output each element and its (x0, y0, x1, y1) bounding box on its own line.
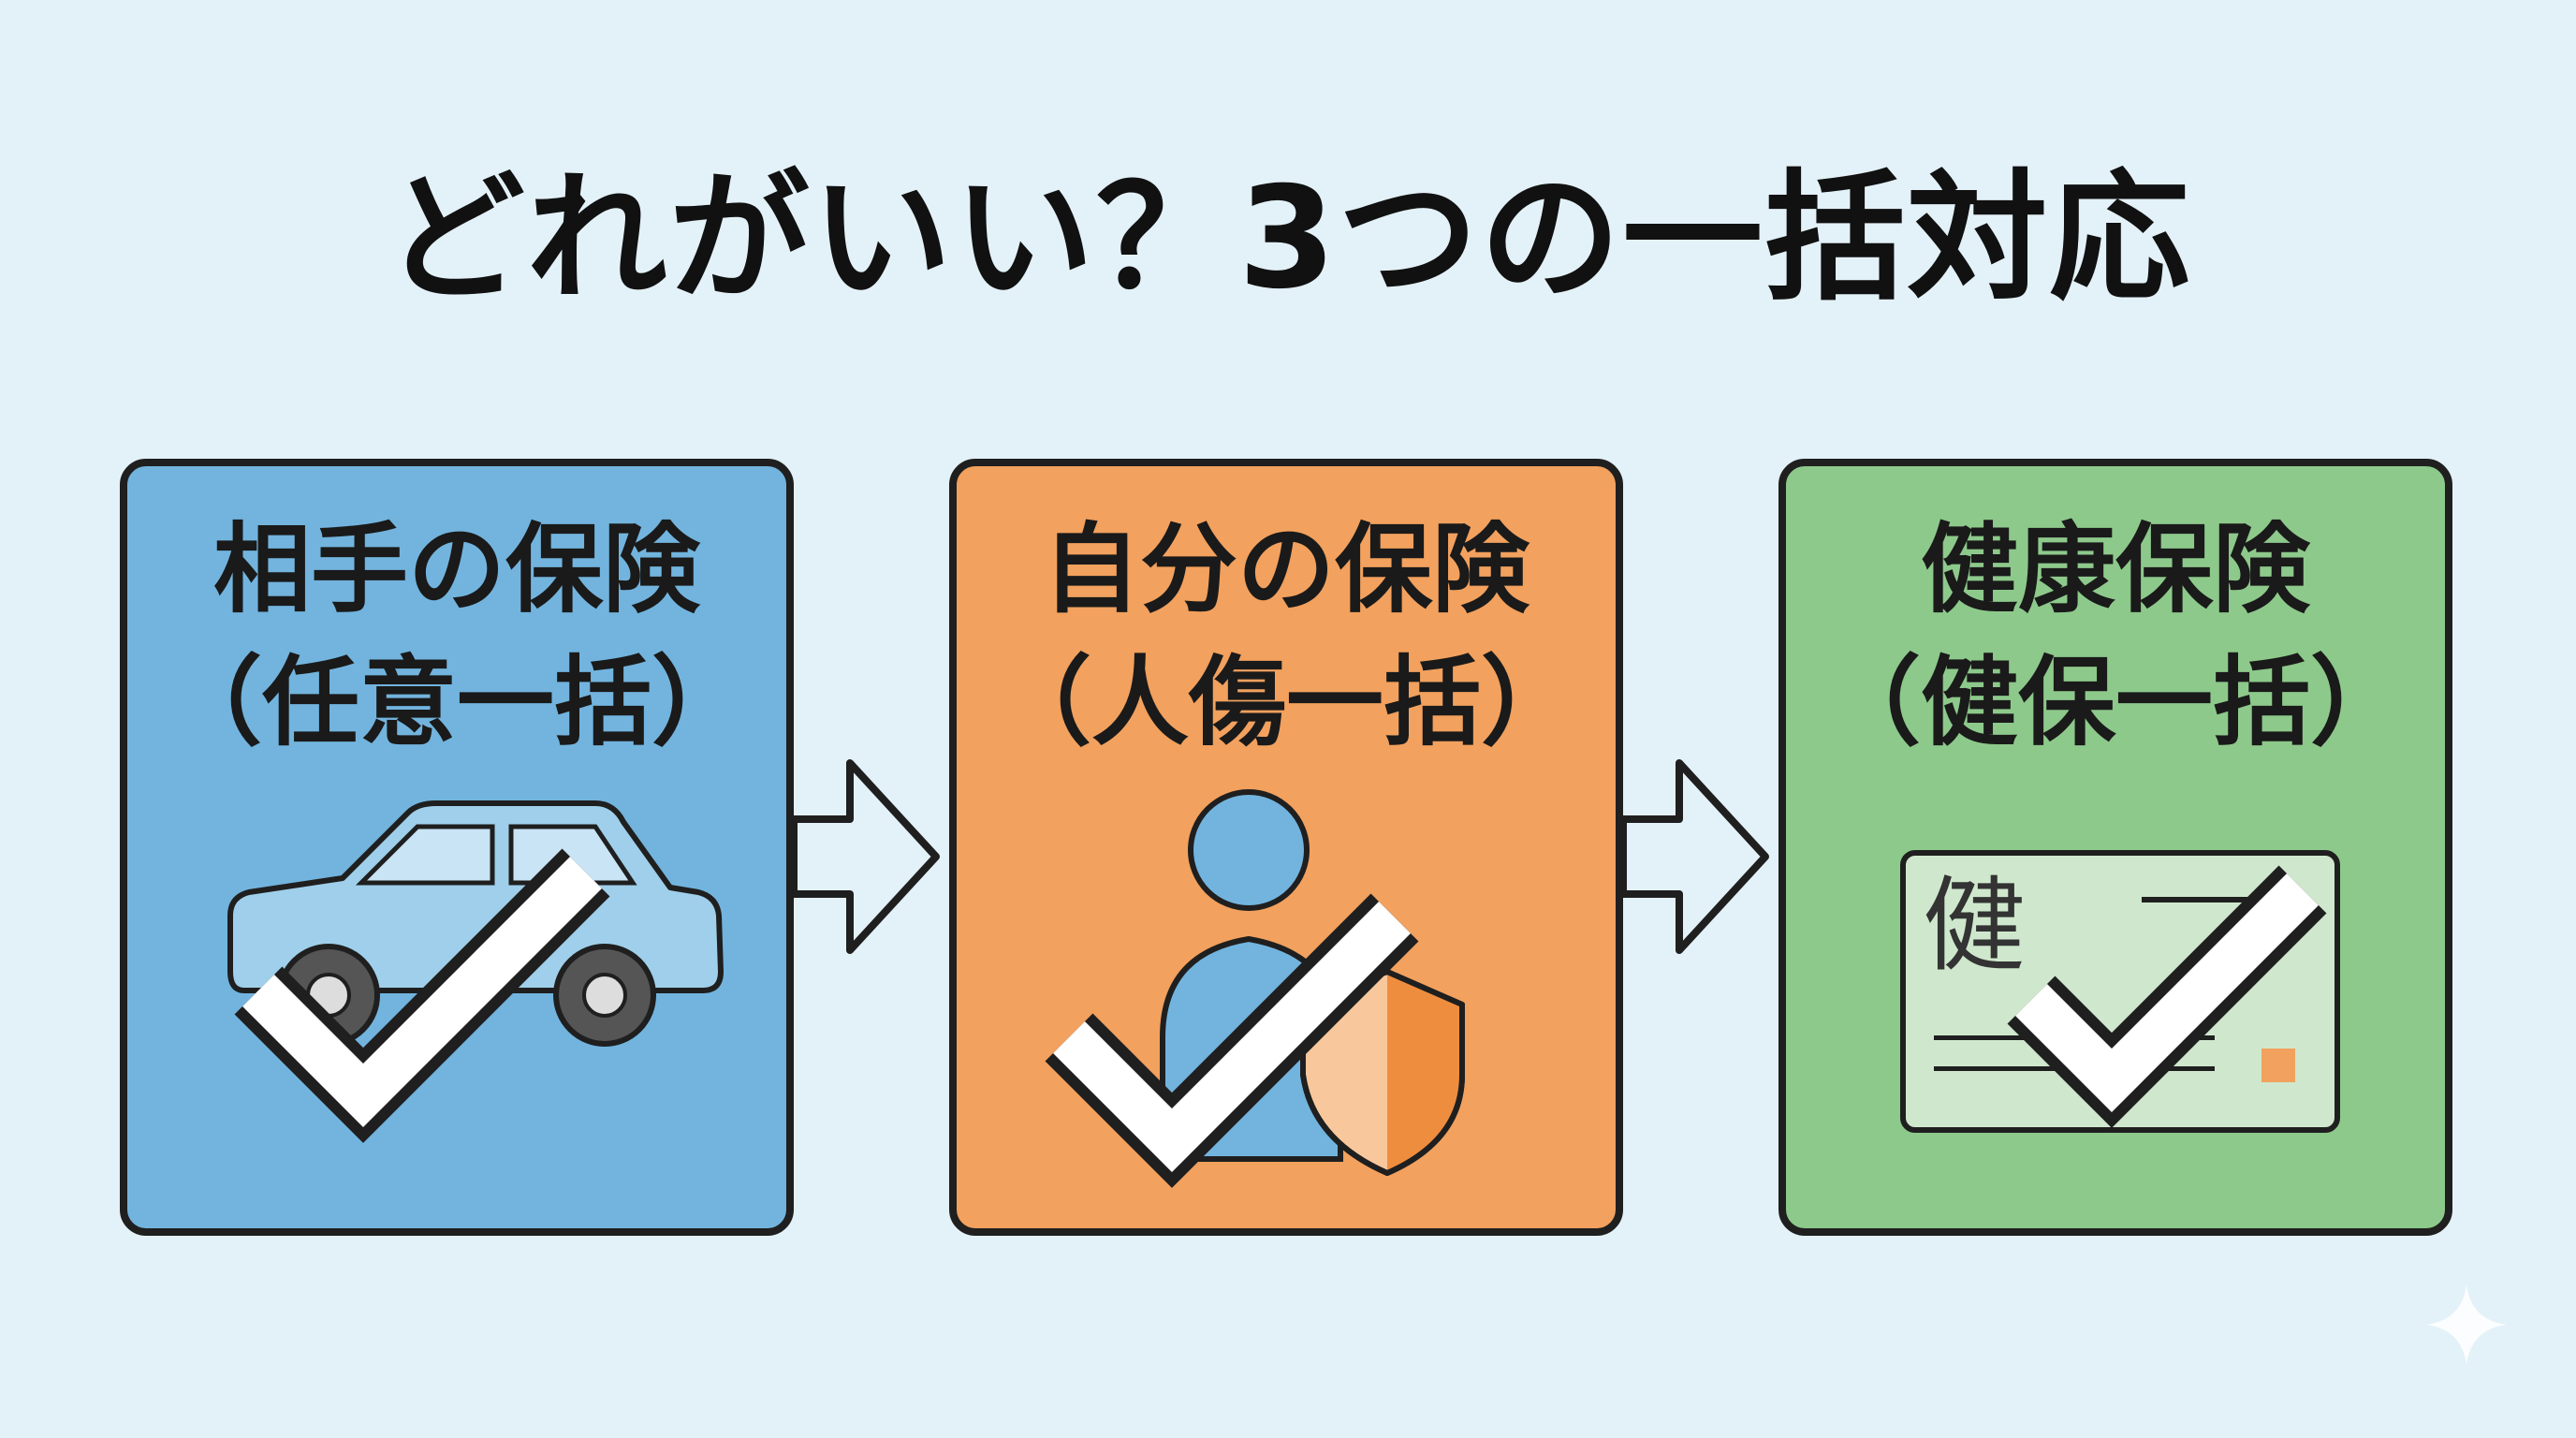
flow-arrow-icon (794, 759, 940, 954)
health-card-check-icon (2007, 865, 2327, 1128)
card-title: 相手の保険 (212, 512, 700, 626)
card-subtitle: （任意一括） (164, 645, 749, 759)
sparkle-icon (2426, 1284, 2507, 1365)
page-title: どれがいい？3つの一括対応 (384, 157, 2192, 320)
card-subtitle: （健保一括） (1822, 645, 2408, 759)
person-shield-check-icon (1045, 789, 1465, 1188)
card-chip (2261, 1049, 2295, 1082)
card-own-insurance: 自分の保険 （人傷一括） (949, 459, 1623, 1236)
card-health-insurance: 健康保険 （健保一括） 健 (1778, 459, 2452, 1236)
health-card-kanji: 健 (1923, 866, 2026, 986)
card-title: 自分の保険 (1042, 512, 1530, 626)
car-check-icon (227, 800, 724, 1143)
flow-arrow-icon (1623, 759, 1769, 954)
card-title: 健康保険 (1920, 512, 2310, 626)
card-opponent-insurance: 相手の保険 （任意一括） (120, 459, 794, 1236)
card-line (2142, 897, 2301, 902)
card-subtitle: （人傷一括） (993, 645, 1578, 759)
